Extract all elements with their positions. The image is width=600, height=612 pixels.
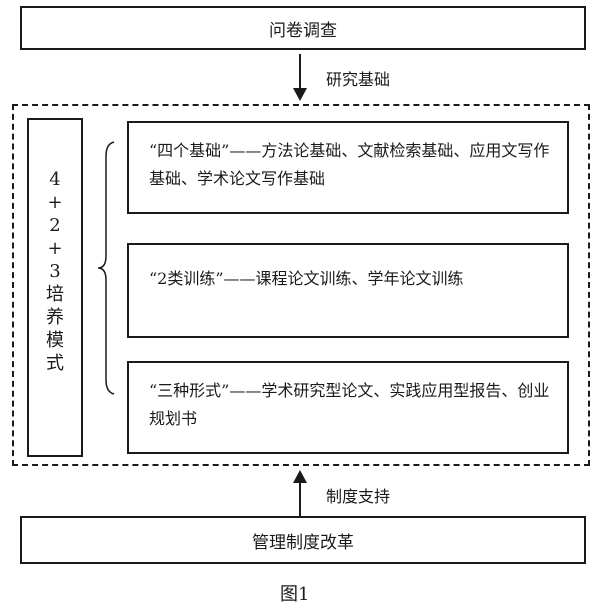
system-support-label: 制度支持	[326, 487, 391, 506]
survey-label: 问卷调查	[269, 20, 337, 41]
model-label-char: 4	[49, 169, 61, 190]
brace-icon	[97, 141, 115, 395]
model-label-char: 2	[49, 215, 61, 236]
model-label-char: 3	[49, 261, 61, 282]
research-basis-label: 研究基础	[326, 70, 391, 89]
model-label-char: 式	[46, 353, 64, 374]
item-text-basics: “四个基础”——方法论基础、文献检索基础、应用文写作基础、学术论文写作基础	[149, 141, 550, 188]
item-box-training: “2类训练”——课程论文训练、学年论文训练	[127, 243, 569, 338]
model-label-char: 培	[46, 284, 64, 305]
management-reform-label: 管理制度改革	[252, 532, 354, 553]
model-label-char: 模	[46, 330, 64, 351]
model-label-char: +	[47, 238, 63, 259]
model-container	[12, 104, 590, 466]
model-label-char: +	[47, 192, 63, 213]
survey-box: 问卷调查	[20, 6, 586, 50]
management-reform-box: 管理制度改革	[20, 516, 586, 564]
up-arrow-icon	[293, 470, 307, 516]
item-box-forms: “三种形式”——学术研究型论文、实践应用型报告、创业规划书	[127, 361, 569, 454]
down-arrow-icon	[293, 54, 307, 101]
item-box-basics: “四个基础”——方法论基础、文献检索基础、应用文写作基础、学术论文写作基础	[127, 121, 569, 214]
model-label-char: 养	[46, 307, 64, 328]
item-text-forms: “三种形式”——学术研究型论文、实践应用型报告、创业规划书	[149, 381, 550, 428]
figure-caption: 图1	[280, 584, 310, 605]
item-text-training: “2类训练”——课程论文训练、学年论文训练	[149, 269, 464, 288]
